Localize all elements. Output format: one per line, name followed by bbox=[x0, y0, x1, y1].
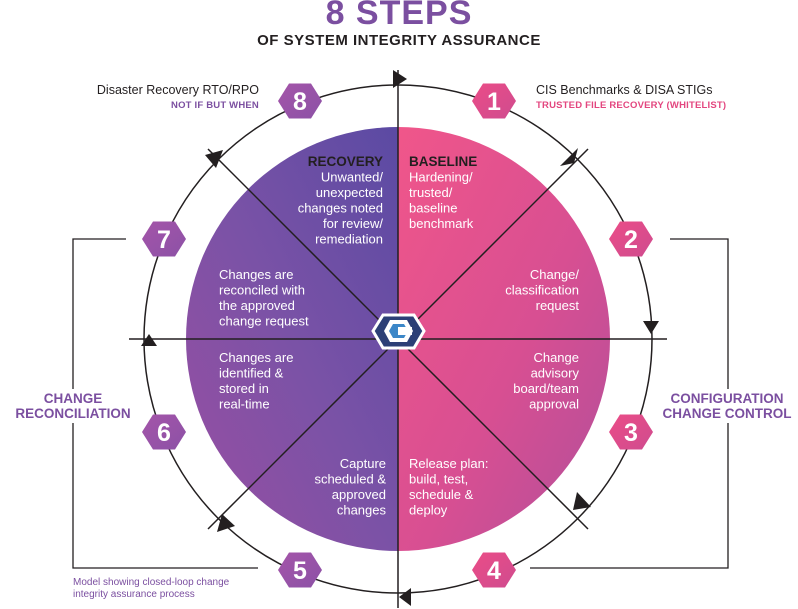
step-number: 5 bbox=[293, 557, 307, 585]
step-8-hexagon: 8 bbox=[278, 83, 322, 119]
arrowhead bbox=[643, 321, 659, 334]
segment-line: approved bbox=[332, 487, 386, 502]
caption-line: integrity assurance process bbox=[73, 589, 195, 600]
page-title: 8 STEPS bbox=[325, 0, 473, 32]
step-number: 1 bbox=[487, 88, 501, 116]
step-1-subtitle: TRUSTED FILE RECOVERY (WHITELIST) bbox=[536, 100, 727, 111]
segment-heading: RECOVERY bbox=[308, 154, 383, 169]
segment-line: build, test, bbox=[409, 472, 468, 487]
segment-line: request bbox=[536, 298, 580, 313]
segment-line: for review/ bbox=[323, 216, 383, 231]
segment-line: Changes are bbox=[219, 267, 293, 282]
segment-line: trusted/ bbox=[409, 185, 453, 200]
caption: Model showing closed-loop change integri… bbox=[73, 577, 229, 601]
segment-line: Change/ bbox=[530, 267, 580, 282]
segment-line: board/team bbox=[513, 381, 579, 396]
segment-line: approval bbox=[529, 397, 579, 412]
step-number: 7 bbox=[157, 226, 171, 254]
segment-line: benchmark bbox=[409, 216, 474, 231]
segment-line: Hardening/ bbox=[409, 170, 473, 185]
segment-line: Unwanted/ bbox=[321, 170, 384, 185]
step-3-hexagon: 3 bbox=[609, 414, 653, 450]
caption-line: Model showing closed-loop change bbox=[73, 577, 230, 588]
page-subtitle: OF SYSTEM INTEGRITY ASSURANCE bbox=[257, 32, 541, 49]
step-8-title: Disaster Recovery RTO/RPO bbox=[96, 83, 259, 97]
step-8-callout: Disaster Recovery RTO/RPO NOT IF BUT WHE… bbox=[97, 83, 259, 113]
segment-line: baseline bbox=[409, 201, 457, 216]
segment-line: Change bbox=[533, 350, 579, 365]
segment-1-text: BASELINEHardening/trusted/baselinebenchm… bbox=[409, 154, 477, 231]
step-6-hexagon: 6 bbox=[142, 414, 186, 450]
segment-line: the approved bbox=[219, 298, 295, 313]
configuration-change-control-label: CONFIGURATION CHANGE CONTROL bbox=[656, 391, 798, 421]
segment-line: Capture bbox=[340, 456, 386, 471]
segment-line: Release plan: bbox=[409, 456, 489, 471]
step-5-hexagon: 5 bbox=[278, 552, 322, 588]
arrowhead bbox=[399, 588, 411, 606]
side-label-line: RECONCILIATION bbox=[15, 406, 131, 421]
segment-line: changes noted bbox=[298, 201, 383, 216]
arrowhead bbox=[205, 150, 223, 168]
segment-heading: BASELINE bbox=[409, 154, 477, 169]
flow-arrowheads bbox=[141, 70, 659, 606]
segment-line: deploy bbox=[409, 503, 448, 518]
bracket-lines bbox=[72, 238, 729, 569]
side-label-line: CONFIGURATION bbox=[670, 391, 784, 406]
segment-line: stored in bbox=[219, 381, 269, 396]
arrowhead bbox=[393, 70, 407, 88]
segment-line: classification bbox=[505, 283, 579, 298]
arrowhead bbox=[141, 334, 157, 346]
step-1-hexagon: 1 bbox=[472, 83, 516, 119]
segment-line: scheduled & bbox=[314, 472, 386, 487]
segment-line: remediation bbox=[315, 232, 383, 247]
arrowhead bbox=[573, 492, 591, 510]
step-7-hexagon: 7 bbox=[142, 221, 186, 257]
segment-line: identified & bbox=[219, 366, 284, 381]
step-number: 8 bbox=[293, 88, 307, 116]
side-label-line: CHANGE bbox=[43, 391, 103, 406]
segment-line: Changes are bbox=[219, 350, 293, 365]
segment-line: real-time bbox=[219, 397, 270, 412]
hexagon-logo-icon bbox=[371, 313, 426, 350]
step-number: 6 bbox=[157, 419, 171, 447]
step-4-hexagon: 4 bbox=[472, 552, 516, 588]
step-number: 2 bbox=[624, 226, 638, 254]
change-reconciliation-label: CHANGE RECONCILIATION bbox=[2, 391, 144, 421]
segment-line: schedule & bbox=[409, 487, 474, 502]
arrowhead bbox=[217, 514, 235, 532]
segment-line: unexpected bbox=[316, 185, 383, 200]
segment-4-text: Release plan:build, test,schedule &deplo… bbox=[409, 456, 489, 518]
step-2-hexagon: 2 bbox=[609, 221, 653, 257]
step-number: 4 bbox=[487, 557, 501, 585]
segment-line: advisory bbox=[531, 366, 580, 381]
segment-line: reconciled with bbox=[219, 283, 305, 298]
step-1-callout: CIS Benchmarks & DISA STIGs TRUSTED FILE… bbox=[536, 83, 726, 113]
segment-line: changes bbox=[337, 503, 387, 518]
step-8-subtitle: NOT IF BUT WHEN bbox=[171, 100, 259, 111]
step-1-title: CIS Benchmarks & DISA STIGs bbox=[536, 83, 713, 97]
step-number: 3 bbox=[624, 419, 638, 447]
segment-line: change request bbox=[219, 314, 309, 329]
side-label-line: CHANGE CONTROL bbox=[662, 406, 792, 421]
arrowhead bbox=[560, 148, 578, 166]
